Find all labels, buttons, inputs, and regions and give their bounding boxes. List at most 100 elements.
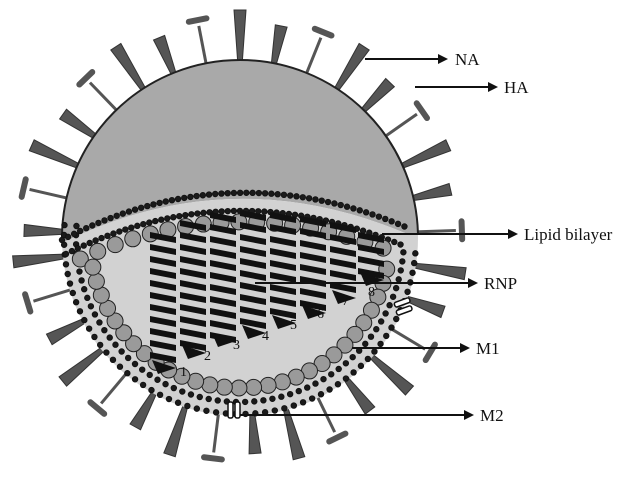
lipid-head (97, 342, 103, 348)
lipid-head (212, 191, 218, 197)
segment-number: 4 (262, 329, 269, 344)
na-spike (204, 409, 222, 460)
lipid-head (157, 392, 163, 398)
lipid-head (108, 215, 114, 221)
ha-spike (234, 10, 246, 66)
lipid-head (219, 191, 225, 197)
lipid-head (343, 360, 349, 366)
m2-arrowhead (464, 410, 474, 420)
lipid-head (401, 249, 407, 255)
lipid-head (391, 239, 397, 245)
lipid-head (92, 312, 98, 318)
ha-spike (332, 44, 369, 95)
na-spike (22, 179, 73, 199)
lipid-head (383, 333, 389, 339)
lipid-head (85, 295, 91, 301)
ha-spike (283, 404, 305, 460)
na-arrowhead (438, 54, 448, 64)
lipid-head (105, 233, 111, 239)
lipid-head (152, 218, 158, 224)
m1-protein (216, 379, 232, 395)
lipid-head (87, 240, 93, 246)
lipid-head (300, 400, 306, 406)
lipid-head (378, 341, 384, 347)
label-m1: M1 (476, 339, 500, 358)
lipid-head (177, 213, 183, 219)
lipid-head (357, 208, 363, 214)
lipid-head (270, 396, 276, 402)
lipid-head (261, 398, 267, 404)
lipid-head (332, 201, 338, 207)
lipid-head (219, 209, 225, 215)
lipid-head (146, 220, 152, 226)
lipid-head (77, 269, 83, 275)
lipid-head (92, 334, 98, 340)
lipid-head (396, 277, 402, 283)
na-spike (412, 221, 462, 239)
lipid-head (343, 376, 349, 382)
m1-protein (246, 379, 262, 395)
lipid-head (368, 334, 374, 340)
lipid-head (231, 208, 237, 214)
lipid-head (135, 223, 141, 229)
lipid-head (147, 372, 153, 378)
lipid-bilayer-arrowhead (508, 229, 518, 239)
ha-spike (111, 44, 148, 95)
lipid-head (213, 410, 219, 416)
lipid-head (282, 406, 288, 412)
lipid-head (151, 202, 157, 208)
lipid-head (242, 399, 248, 405)
lipid-head (71, 231, 77, 237)
lipid-head (390, 294, 396, 300)
ha-spike (396, 140, 450, 170)
lipid-head (102, 218, 108, 224)
lipid-head (183, 212, 189, 218)
lipid-head (114, 213, 120, 219)
lipid-head (171, 214, 177, 220)
na-spike (189, 18, 207, 69)
lipid-head (166, 396, 172, 402)
lipid-head (201, 210, 207, 216)
lipid-head (132, 361, 138, 367)
lipid-head (59, 237, 65, 243)
m1-protein (125, 231, 141, 247)
m1-protein (231, 380, 247, 396)
label-ha: HA (504, 78, 529, 97)
lipid-head (129, 225, 135, 231)
lipid-head (206, 396, 212, 402)
lipid-head (296, 388, 302, 394)
lipid-head (313, 381, 319, 387)
lipid-head (175, 400, 181, 406)
ha-arrowhead (488, 82, 498, 92)
lipid-head (395, 221, 401, 227)
lipid-head (79, 278, 85, 284)
lipid-head (376, 214, 382, 220)
lipid-head (194, 193, 200, 199)
lipid-head (188, 392, 194, 398)
lipid-head (319, 198, 325, 204)
lipid-head (145, 203, 151, 209)
lipid-head (338, 202, 344, 208)
lipid-head (370, 212, 376, 218)
lipid-head (138, 205, 144, 211)
lipid-head (309, 396, 315, 402)
lipid-head (119, 349, 125, 355)
label-na: NA (455, 50, 480, 69)
lipid-head (291, 403, 297, 409)
lipid-head (387, 302, 393, 308)
lipid-head (215, 398, 221, 404)
lipid-head (393, 285, 399, 291)
lipid-head (327, 387, 333, 393)
lipid-head (63, 262, 69, 268)
lipid-head (163, 199, 169, 205)
lipid-head (67, 281, 73, 287)
lipid-head (126, 209, 132, 215)
lipid-head (362, 341, 368, 347)
lipid-head (413, 251, 419, 257)
lipid-head (86, 326, 92, 332)
lipid-head (111, 231, 117, 237)
ha-spike (164, 401, 189, 457)
lipid-head (363, 210, 369, 216)
lipid-head (113, 342, 119, 348)
lipid-head (81, 286, 87, 292)
